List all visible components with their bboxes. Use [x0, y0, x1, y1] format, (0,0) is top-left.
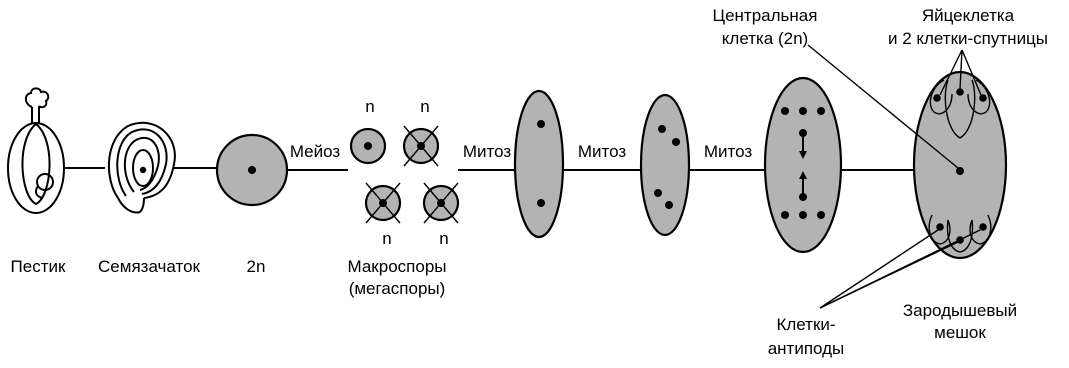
- central-cell-nucleus: [956, 167, 964, 175]
- haploid-label: n: [382, 229, 391, 248]
- central-cell-sublabel: клетка (2n): [722, 29, 808, 48]
- antipodal-sublabel: антиподы: [768, 339, 845, 358]
- diploid-label: 2n: [247, 257, 266, 276]
- cell-nucleus: [248, 166, 256, 174]
- pointer-antipodal: [819, 229, 981, 309]
- pistil-label: Пестик: [11, 257, 66, 276]
- eight-nucleate-cell: [763, 76, 843, 254]
- macrospores-sublabel: (мегаспоры): [349, 279, 446, 298]
- pistil-figure: [7, 87, 65, 214]
- pointer-egg-cell: [959, 49, 963, 90]
- embryo-sac: [912, 70, 1008, 260]
- ovule-figure: [107, 121, 176, 214]
- egg-cell-sublabel: и 2 клетки-спутницы: [888, 29, 1048, 48]
- macrospores-group: [349, 125, 460, 224]
- egg-cell-label: Яйцеклетка: [922, 6, 1015, 25]
- embryo-sac-sublabel: мешок: [934, 323, 986, 342]
- haploid-label: n: [365, 97, 374, 116]
- pointer-central-cell: [807, 44, 959, 169]
- ovule-label: Семязачаток: [98, 257, 200, 276]
- pointer-egg-cell: [961, 49, 982, 96]
- two-nucleate-cell: [513, 89, 565, 239]
- pointer-egg-cell: [939, 49, 963, 96]
- antipodal-label: Клетки-: [776, 315, 835, 334]
- central-cell-label: Центральная: [713, 6, 818, 25]
- haploid-label: n: [439, 229, 448, 248]
- mitosis-label-2: Митоз: [578, 142, 627, 161]
- meiosis-label: Мейоз: [290, 142, 341, 161]
- pointer-antipodal: [819, 229, 939, 309]
- haploid-label: n: [420, 97, 429, 116]
- mitosis-label-1: Митоз: [463, 142, 512, 161]
- macrospores-label: Макроспоры: [348, 257, 447, 276]
- embryo-sac-label: Зародышевый: [903, 301, 1017, 320]
- four-nucleate-cell: [639, 93, 691, 237]
- mitosis-label-3: Митоз: [704, 142, 753, 161]
